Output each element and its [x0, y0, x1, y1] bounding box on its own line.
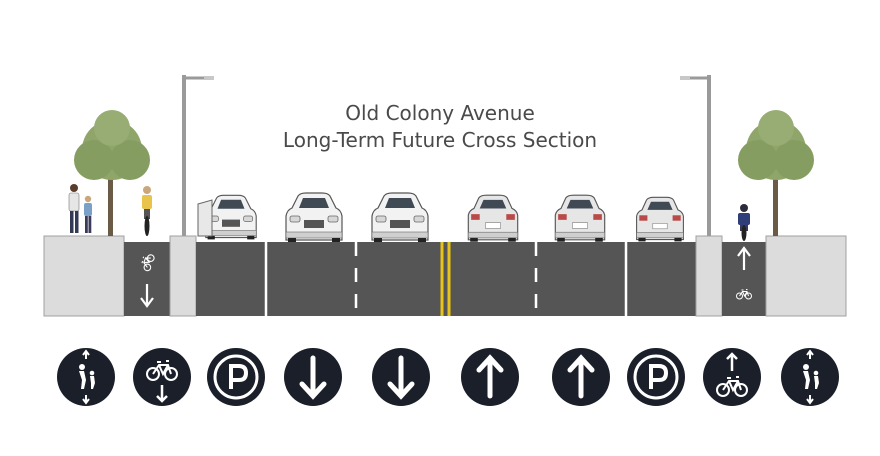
buffer-right — [695, 235, 723, 317]
parking-icon — [207, 348, 265, 406]
pedestrians — [68, 184, 92, 233]
bike-down-icon — [133, 348, 191, 406]
roadway — [196, 242, 696, 316]
sidewalk-left — [43, 235, 125, 317]
car-lane-4 — [554, 194, 606, 243]
bike-lane-left-marking — [138, 252, 156, 308]
car-door-open — [197, 199, 213, 237]
tree-right — [738, 110, 814, 236]
arrow-down-icon — [372, 348, 430, 406]
bike-lane-right-marking — [736, 246, 752, 300]
car-lane-2 — [371, 192, 429, 243]
street-light-left — [182, 75, 214, 236]
cyclist-left — [142, 186, 152, 236]
title-line-2: Long-Term Future Cross Section — [282, 128, 598, 152]
pedestrian-two-way-icon — [57, 348, 115, 406]
bike-up-icon — [703, 348, 761, 406]
buffer-left — [169, 235, 197, 317]
street-section — [43, 235, 847, 317]
tree-left — [74, 110, 150, 236]
car-parked-right — [636, 196, 684, 242]
legend-row — [57, 348, 839, 406]
title-line-1: Old Colony Avenue — [345, 101, 535, 125]
arrow-down-icon — [284, 348, 342, 406]
car-lane-3 — [467, 194, 519, 243]
arrow-up-icon — [552, 348, 610, 406]
car-lane-1 — [285, 192, 343, 243]
street-light-right — [680, 75, 711, 236]
car-parked-left — [205, 194, 257, 240]
parking-icon — [627, 348, 685, 406]
diagram-title: Old Colony Avenue Long-Term Future Cross… — [0, 100, 880, 154]
sidewalk-right — [765, 235, 847, 317]
pedestrian-two-way-icon — [781, 348, 839, 406]
cyclist-right — [738, 204, 750, 241]
arrow-up-icon — [461, 348, 519, 406]
